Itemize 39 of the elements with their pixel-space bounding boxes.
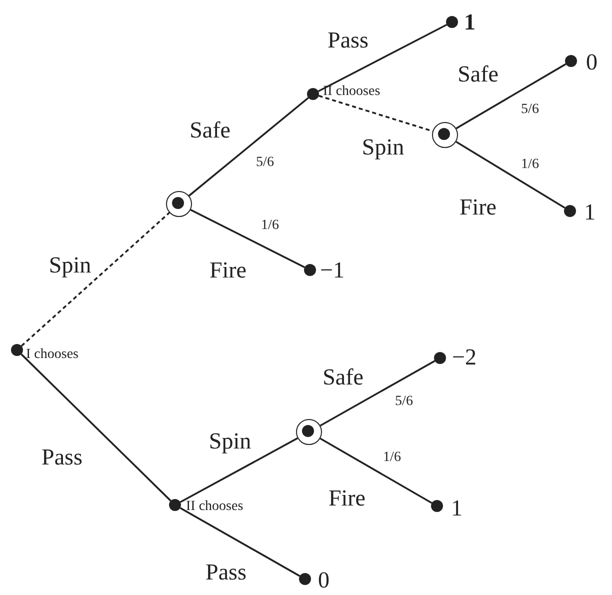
branch-line (320, 360, 436, 426)
terminal-node (565, 55, 577, 67)
branch-line (180, 437, 298, 503)
probability-label: 5/6 (521, 103, 539, 117)
branch-line (456, 140, 566, 209)
branch-line (456, 63, 566, 130)
chance-node (296, 419, 322, 445)
payoff-value: −2 (452, 346, 476, 368)
player-label: I chooses (26, 348, 78, 362)
probability-label: 5/6 (256, 156, 274, 170)
decision-node (169, 499, 181, 511)
payoff-value: 0 (586, 50, 598, 74)
decision-node (11, 344, 23, 356)
branch-line (320, 438, 432, 504)
player-label: II chooses (186, 500, 244, 514)
terminal-node (434, 352, 446, 364)
terminal-node (304, 264, 316, 276)
branch-line (188, 97, 309, 196)
terminal-node (431, 500, 443, 512)
payoff-value: 1 (584, 200, 596, 224)
payoff-value: 0 (318, 568, 330, 592)
dashed-branch-line (20, 212, 170, 347)
payoff-value: 1 (451, 496, 462, 520)
decision-node (307, 88, 319, 100)
terminal-node (564, 205, 576, 217)
probability-label: 1/6 (521, 158, 539, 172)
payoff-value: 1 (464, 10, 476, 34)
probability-label: 1/6 (261, 219, 279, 233)
chance-node (166, 191, 192, 217)
probability-label: 1/6 (383, 451, 401, 465)
payoff-value: −1 (320, 258, 344, 282)
branch-line (190, 209, 306, 268)
probability-label: 5/6 (395, 395, 413, 409)
branch-line (318, 24, 448, 92)
branch-line (180, 507, 300, 577)
terminal-node (446, 16, 458, 28)
terminal-node (299, 573, 311, 585)
chance-node (432, 122, 458, 148)
branch-line (20, 354, 172, 502)
